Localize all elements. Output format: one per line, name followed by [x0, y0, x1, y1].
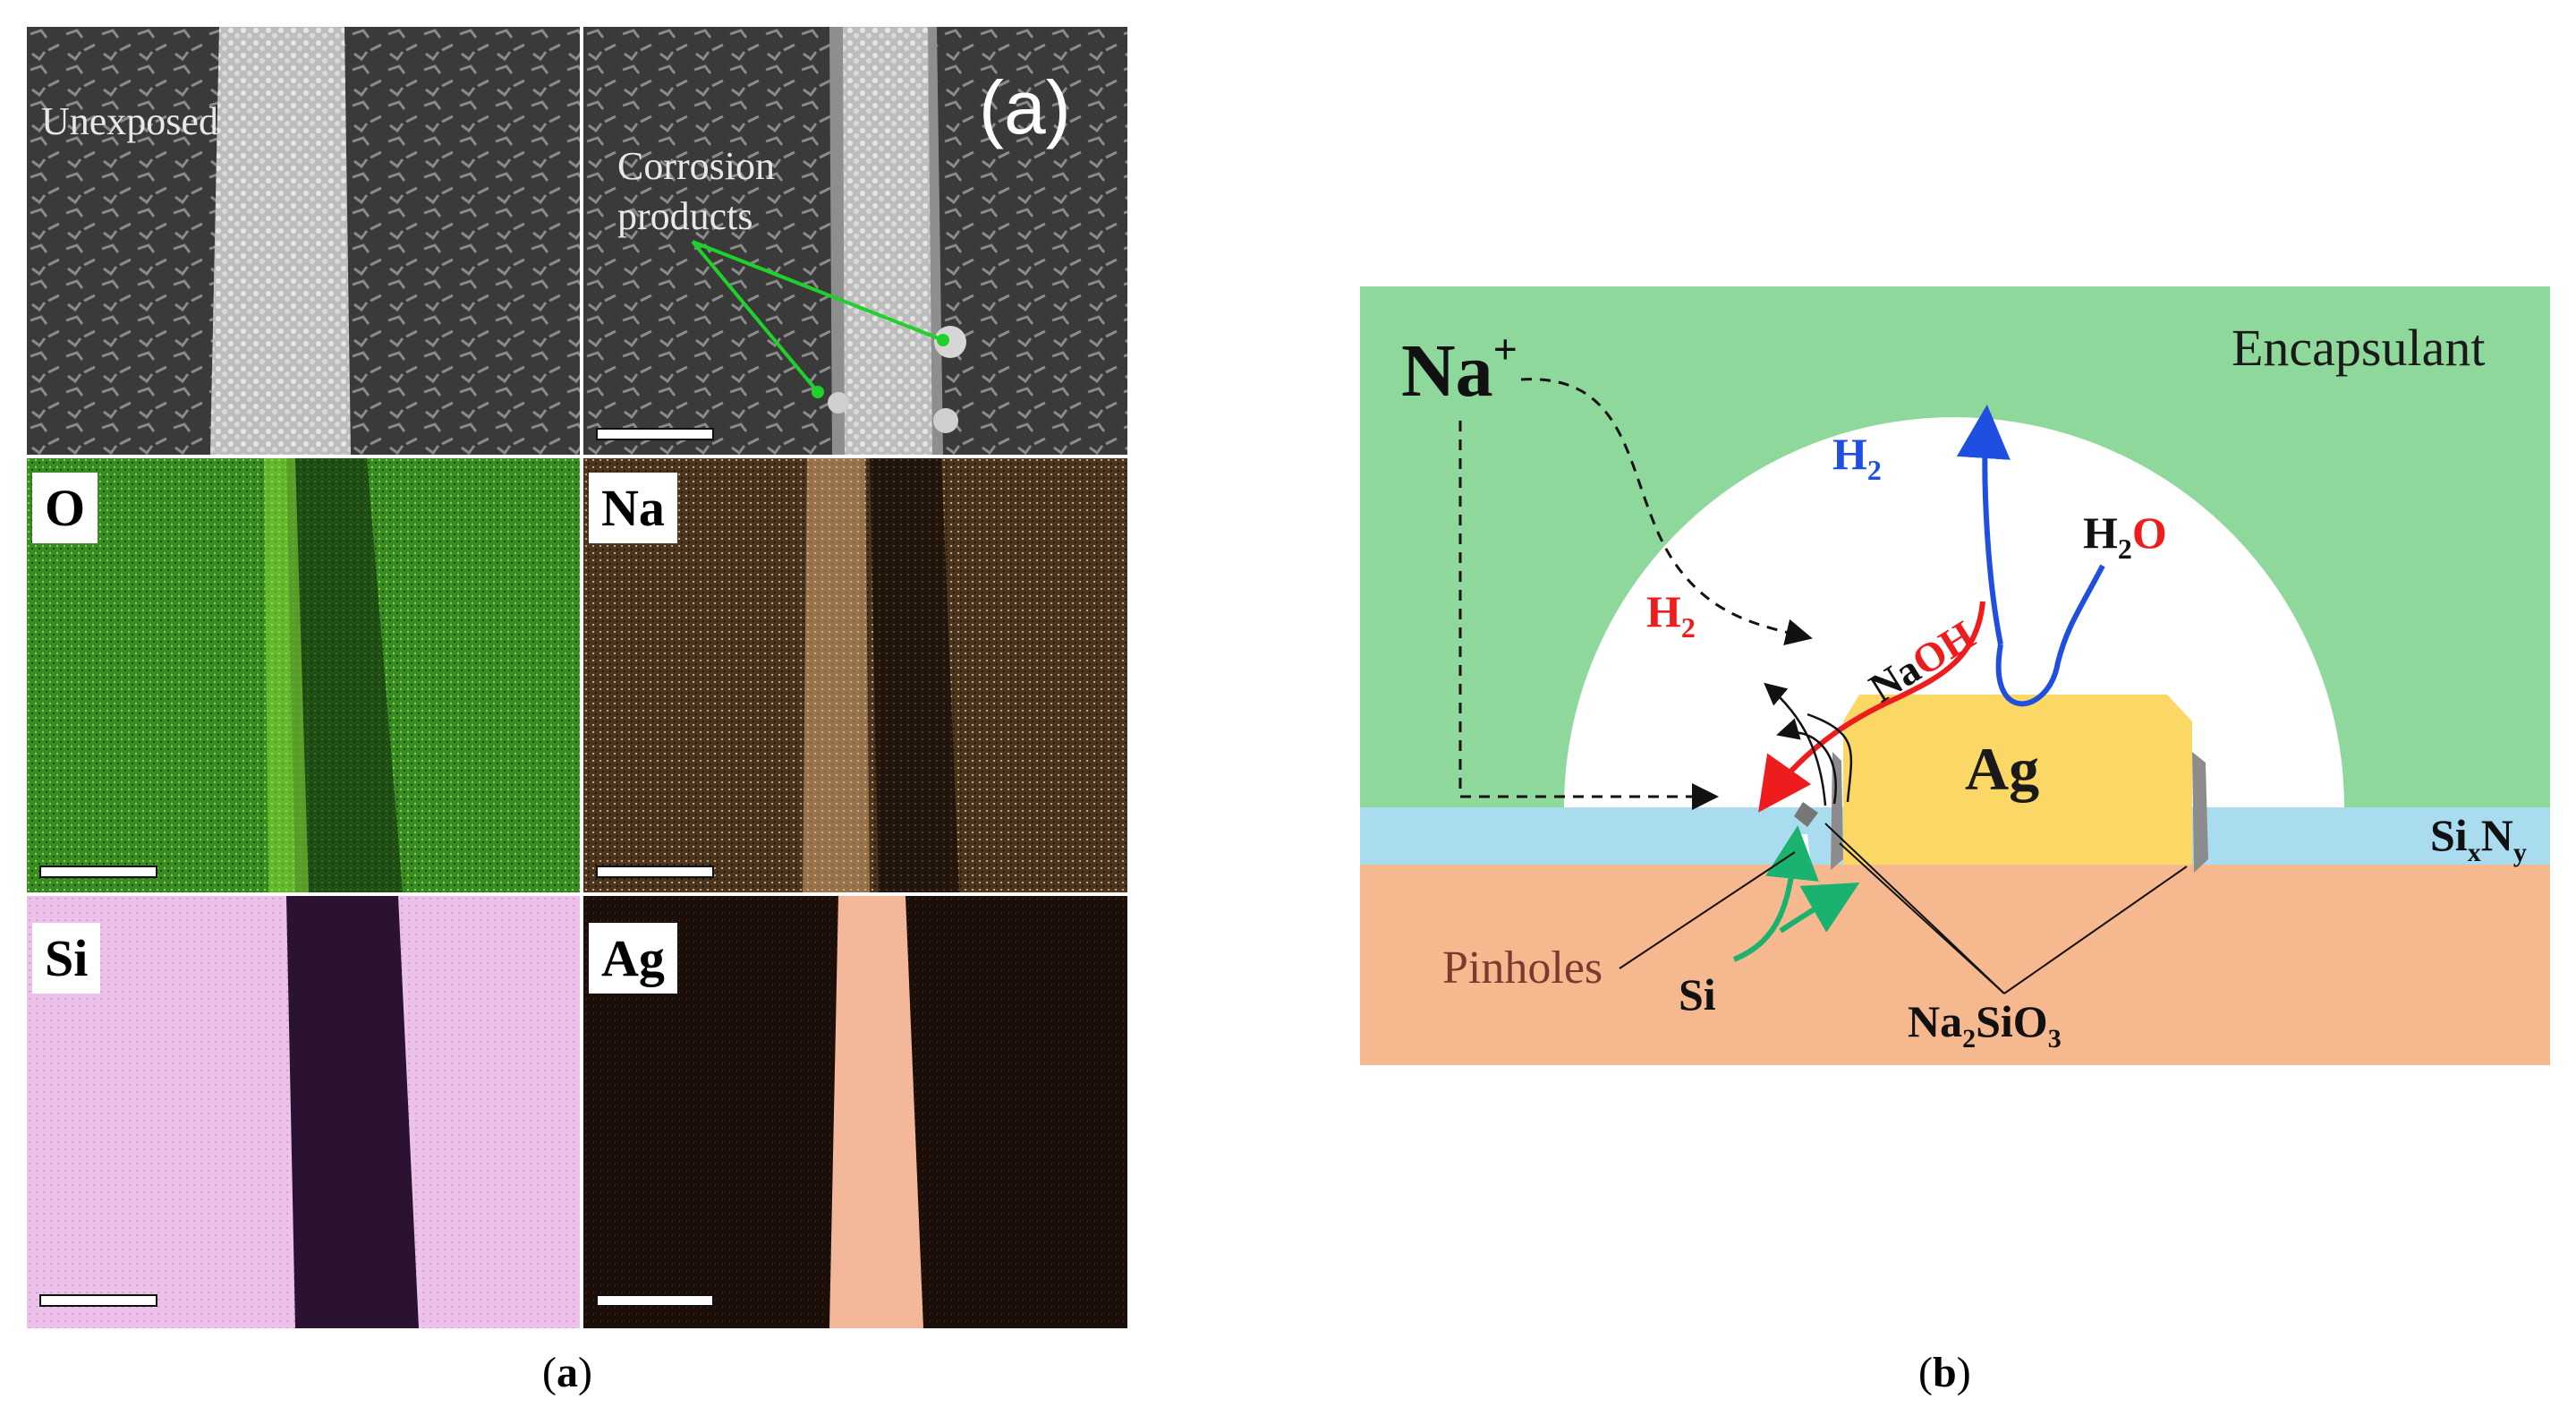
sixny-label: SixNy	[2430, 810, 2527, 867]
map-label-o: O	[32, 473, 98, 543]
sem-unexposed-texture	[27, 27, 580, 455]
panel-b-diagram: Na+ Encapsulant H2 H2O H2 NaOH Ag SixNy …	[1360, 286, 2550, 1065]
caption-b: (b)	[1918, 1349, 1971, 1396]
h2-blue-arrow-rise	[1956, 405, 2011, 645]
pointer-line-2	[692, 240, 944, 342]
map-label-si: Si	[32, 923, 101, 994]
scale-bar	[596, 428, 714, 440]
sem-unexposed-image: Unexposed	[27, 27, 580, 455]
na-down-arrow	[1458, 421, 1719, 810]
si-green-arrow-2	[1779, 883, 1860, 934]
eds-map-si: Si	[27, 896, 580, 1328]
substrate-layer	[1360, 865, 2550, 1065]
na2sio3-label: Na2SiO3	[1908, 996, 2062, 1053]
sem-exposed-image: Corrosion products (a)	[583, 27, 1127, 455]
h2-blue-arrow	[1995, 564, 2105, 707]
na2sio3-right-deposit	[2192, 752, 2208, 873]
ag-contact	[1843, 695, 2192, 865]
h2o-label: H2O	[2083, 508, 2167, 565]
pinholes-label: Pinholes	[1442, 943, 1603, 994]
unexposed-label: Unexposed	[41, 99, 218, 143]
panel-a-letter: (a)	[979, 65, 1071, 149]
naoh-red-arrow	[1758, 601, 1985, 813]
na-curve-arrow	[1520, 378, 1813, 645]
caption-a: (a)	[542, 1349, 592, 1396]
h2-escape-arrow-3	[1807, 712, 1853, 803]
na-ion-label: Na+	[1401, 326, 1518, 413]
na2sio3-left-deposit	[1831, 752, 1843, 870]
h2-red-label: H2	[1646, 586, 1696, 644]
encapsulant-label: Encapsulant	[2232, 319, 2485, 377]
sem-exposed-texture	[583, 27, 1127, 455]
map-label-ag: Ag	[589, 923, 677, 994]
pinholes-pointer	[1619, 851, 1796, 969]
h2-escape-arrow-1	[1764, 682, 1827, 806]
si-green-arrow	[1732, 825, 1819, 962]
eds-map-ag: Ag	[583, 896, 1127, 1328]
h2-escape-arrow-2	[1776, 718, 1837, 805]
scale-bar	[596, 1294, 714, 1307]
eds-map-o: O	[27, 458, 580, 892]
map-label-na: Na	[589, 473, 677, 543]
eds-map-na: Na	[583, 458, 1127, 892]
si-label: Si	[1679, 969, 1716, 1019]
na2sio3-pointer-3	[2003, 866, 2188, 994]
pointer-line-1	[691, 240, 820, 394]
scale-bar	[39, 1294, 157, 1307]
h2-blue-label: H2	[1832, 429, 1882, 486]
scale-bar	[39, 866, 157, 878]
na2sio3-pointer-2	[1839, 842, 2005, 994]
scale-bar	[596, 866, 714, 878]
corrosion-label: Corrosion products	[617, 144, 775, 238]
ag-label: Ag	[1965, 735, 2039, 803]
